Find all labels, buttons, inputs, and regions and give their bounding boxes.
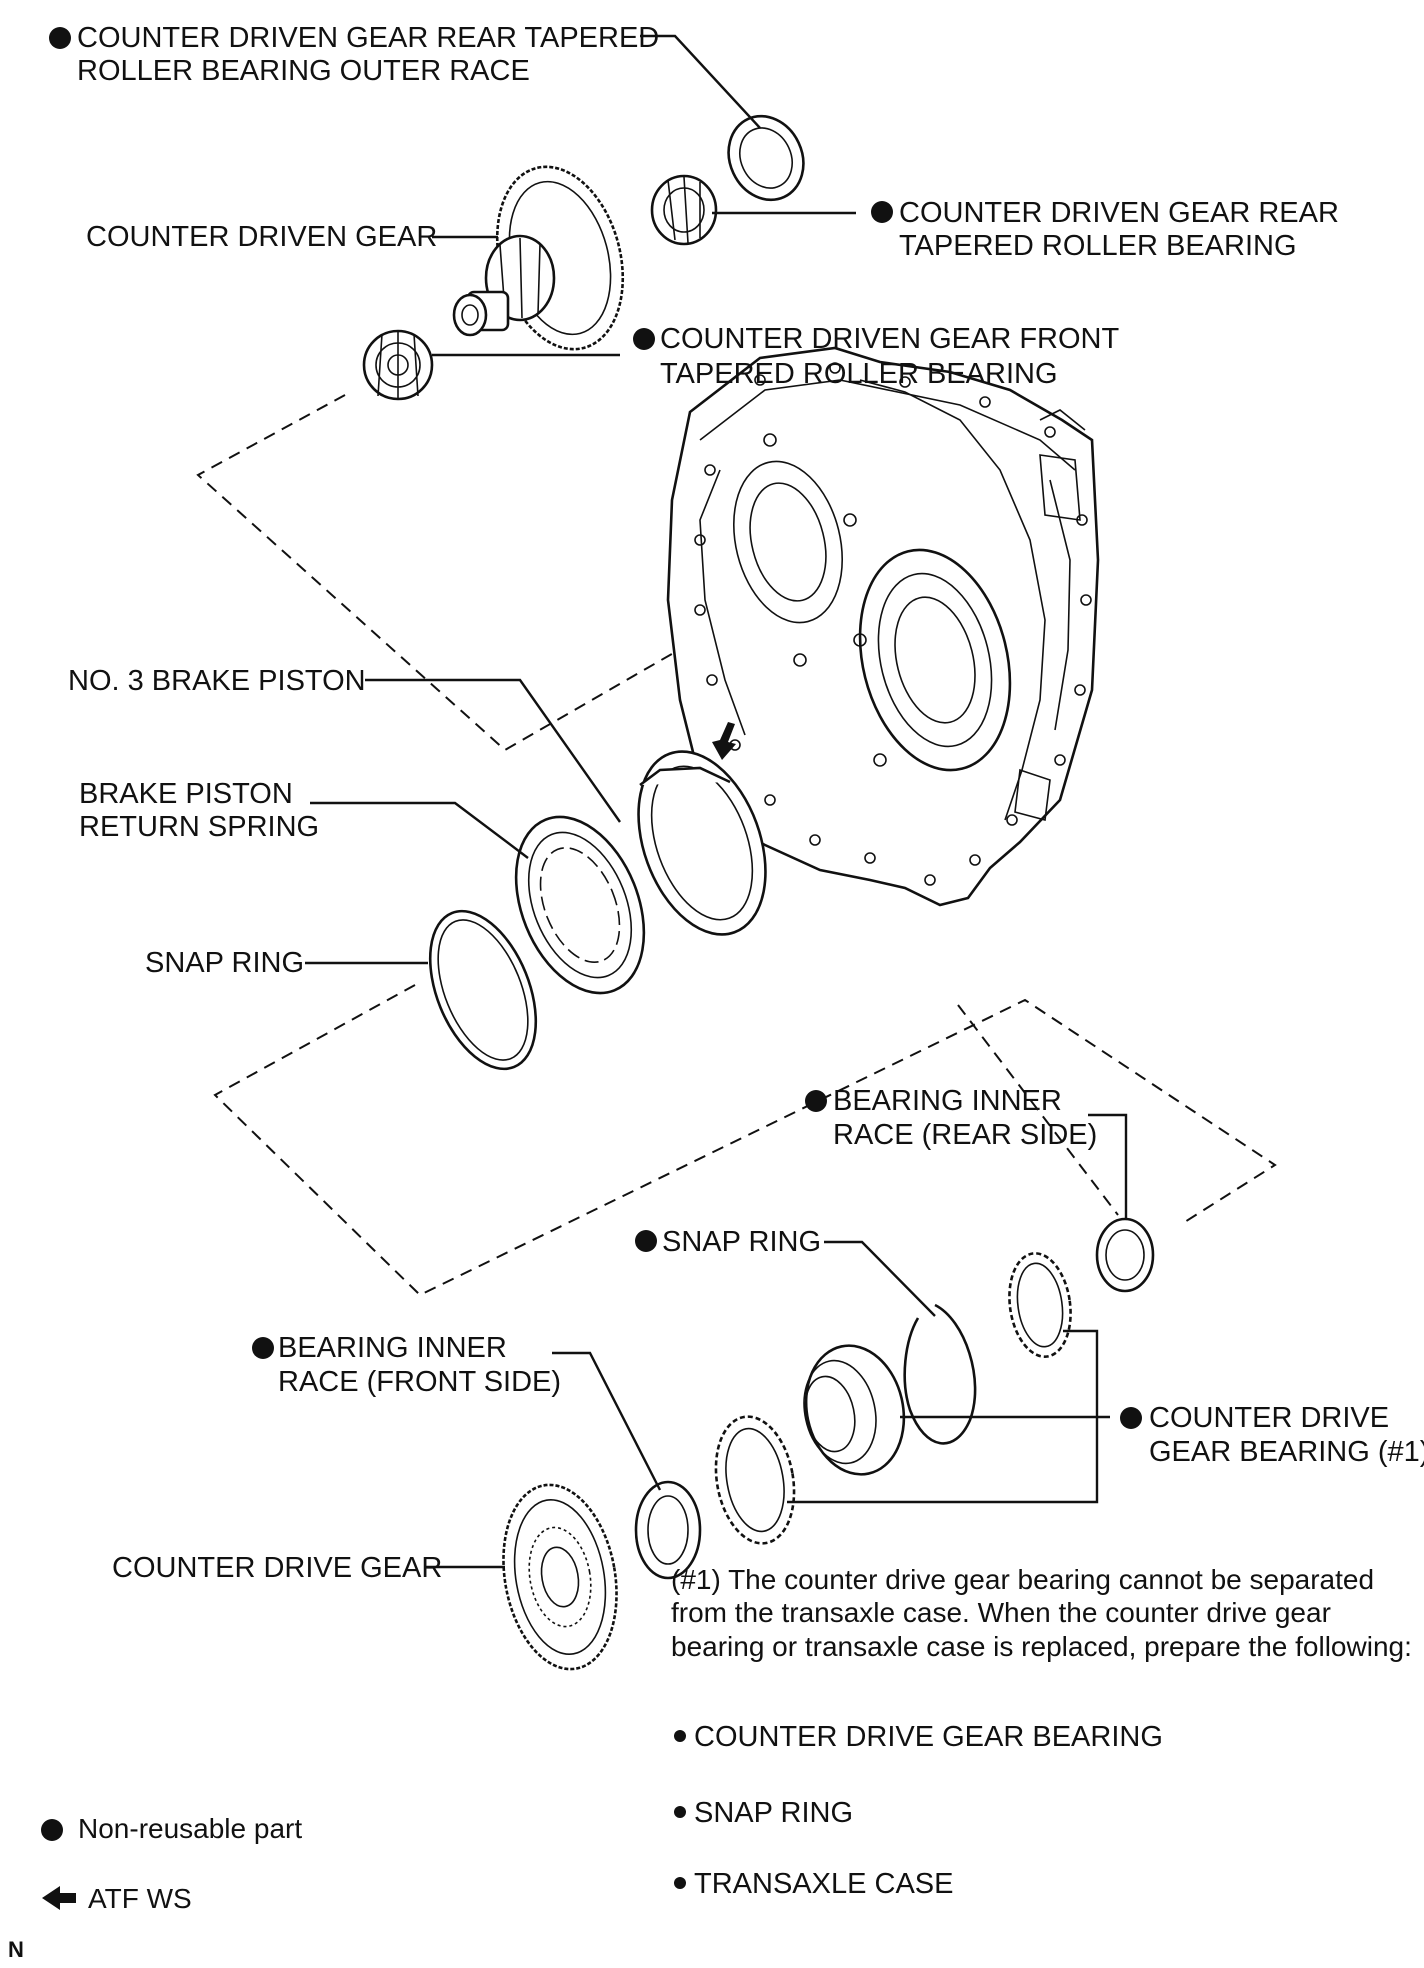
label-drive-gear-bearing-line1: COUNTER DRIVE xyxy=(1149,1402,1389,1434)
label-inner-race-front-line1: BEARING INNER xyxy=(278,1332,507,1364)
legend-non-reusable: Non-reusable part xyxy=(78,1813,302,1844)
non-reusable-legend-icon xyxy=(41,1819,63,1841)
counter-driven-gear-rear-bearing-illustration xyxy=(650,174,718,246)
label-rear-outer-race-line1: COUNTER DRIVEN GEAR REAR TAPERED xyxy=(77,22,659,54)
atf-ws-arrow-marker xyxy=(712,722,736,760)
non-reusable-bullet xyxy=(635,1230,657,1252)
legend: Non-reusable part ATF WS xyxy=(41,1813,302,1914)
counter-driven-gear-illustration xyxy=(452,165,625,351)
counter-drive-gear-illustration xyxy=(502,1483,618,1671)
non-reusable-bullet xyxy=(633,328,655,350)
label-inner-race-rear-line1: BEARING INNER xyxy=(833,1085,1062,1117)
label-snap-ring-right: SNAP RING xyxy=(662,1226,821,1258)
list-bullet xyxy=(674,1877,686,1889)
non-reusable-bullet xyxy=(805,1090,827,1112)
snap-ring-right-illustration xyxy=(903,1303,977,1445)
counter-driven-gear-rear-outer-race-illustration xyxy=(727,114,805,202)
list-item: SNAP RING xyxy=(694,1797,853,1829)
bearing-inner-race-front-illustration xyxy=(634,1480,702,1580)
non-reusable-bullet xyxy=(1120,1407,1142,1429)
counter-drive-gear-bearing-rear-illustration xyxy=(1008,1252,1072,1358)
counter-drive-gear-bearing-front-illustration xyxy=(714,1415,796,1545)
part-labels: COUNTER DRIVEN GEAR REAR TAPERED ROLLER … xyxy=(68,22,1424,1584)
list-bullet xyxy=(674,1806,686,1818)
label-front-bearing-line2: TAPERED ROLLER BEARING xyxy=(660,358,1058,390)
label-inner-race-rear-line2: RACE (REAR SIDE) xyxy=(833,1119,1097,1151)
label-drive-gear-bearing-line2: GEAR BEARING (#1) xyxy=(1149,1436,1424,1468)
brake-piston-illustration xyxy=(637,750,767,936)
non-reusable-bullet xyxy=(871,201,893,223)
list-item: TRANSAXLE CASE xyxy=(694,1868,953,1900)
note-line3: bearing or transaxle case is replaced, p… xyxy=(671,1631,1412,1662)
note-line1: (#1) The counter drive gear bearing cann… xyxy=(671,1564,1374,1595)
atf-arrow-legend-icon xyxy=(42,1886,76,1910)
bearing-note: (#1) The counter drive gear bearing cann… xyxy=(671,1564,1412,1662)
non-reusable-markers xyxy=(49,27,1142,1429)
prepare-list: COUNTER DRIVE GEAR BEARING SNAP RING TRA… xyxy=(674,1721,1163,1900)
label-inner-race-front-line2: RACE (FRONT SIDE) xyxy=(278,1366,561,1398)
brake-piston-return-spring-illustration xyxy=(514,815,646,995)
label-return-spring-line1: BRAKE PISTON xyxy=(79,778,293,810)
label-snap-ring-left: SNAP RING xyxy=(145,947,304,979)
label-rear-outer-race-line2: ROLLER BEARING OUTER RACE xyxy=(77,55,530,87)
label-front-bearing-line1: COUNTER DRIVEN GEAR FRONT xyxy=(660,323,1119,355)
counter-driven-gear-front-bearing-illustration xyxy=(362,329,434,401)
non-reusable-bullet xyxy=(252,1337,274,1359)
label-no3-brake-piston: NO. 3 BRAKE PISTON xyxy=(68,665,366,697)
leader-lines xyxy=(305,34,1128,1569)
counter-drive-gear-bearing-outer-illustration xyxy=(803,1344,906,1476)
label-rear-bearing-line2: TAPERED ROLLER BEARING xyxy=(899,230,1297,262)
corner-mark: N xyxy=(8,1937,24,1962)
snap-ring-left-illustration xyxy=(428,909,538,1071)
label-rear-bearing-line1: COUNTER DRIVEN GEAR REAR xyxy=(899,197,1339,229)
label-counter-driven-gear: COUNTER DRIVEN GEAR xyxy=(86,221,437,253)
bearing-inner-race-rear-illustration xyxy=(1095,1217,1155,1293)
note-line2: from the transaxle case. When the counte… xyxy=(671,1597,1331,1628)
list-item: COUNTER DRIVE GEAR BEARING xyxy=(694,1721,1163,1753)
label-counter-drive-gear: COUNTER DRIVE GEAR xyxy=(112,1552,442,1584)
non-reusable-bullet xyxy=(49,27,71,49)
legend-atf-ws: ATF WS xyxy=(88,1883,192,1914)
list-bullet xyxy=(674,1730,686,1742)
label-return-spring-line2: RETURN SPRING xyxy=(79,811,319,843)
